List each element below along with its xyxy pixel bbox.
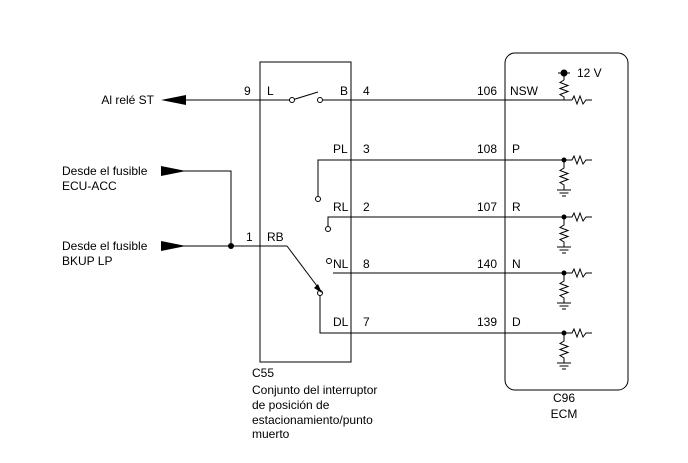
contact-pl [315,196,321,202]
pin-rl-label: RL [333,200,349,214]
pin-8: 8 [363,257,370,271]
contact-l [289,97,295,103]
selector-lever [286,245,321,291]
wire-pl [317,159,564,196]
junction-dot [228,243,234,249]
wire-rl [327,216,564,226]
pin-pl-label: PL [333,142,348,156]
ecm-pin-140: 140 [477,257,497,271]
pin-dl-label: DL [333,315,349,329]
ecm-pin-108: 108 [477,142,497,156]
resistor-pullup [558,79,570,100]
switch-name-line-1: Conjunto del interruptor [252,383,377,397]
resistor-nsw [571,94,592,106]
ecm-name: ECM [551,407,578,421]
pin-1: 1 [246,230,253,244]
ecm-pin-107: 107 [477,200,497,214]
ecm-pin-nsw-label: NSW [510,84,539,98]
switch-name-line-3: estacionamiento/punto [252,413,373,427]
wire-ecu-acc [186,170,232,246]
relay-label: Al relé ST [101,93,154,107]
switch-lever [291,91,319,101]
selector-arrow [314,284,322,293]
ecm-pin-n-label: N [512,257,521,271]
ecm-supply-label: 12 V [577,66,602,80]
pin-7: 7 [363,315,370,329]
ecm-input-p [557,154,592,197]
fuse-ecu-acc-label-1: Desde el fusible [62,164,148,178]
pin-2: 2 [363,200,370,214]
wire-dl [319,296,564,334]
pin-b-label: B [340,84,348,98]
fuse-ecu-acc-label-2: ECU-ACC [62,179,117,193]
fuse-bkup-lp-label-2: BKUP LP [62,254,112,268]
ecm-pin-r-label: R [512,200,521,214]
contact-rl [325,226,331,232]
fuse-bkup-lp-label-1: Desde el fusible [62,239,148,253]
ecm-pin-d-label: D [512,315,521,329]
pin-3: 3 [363,142,370,156]
ecm-input-d [557,327,592,370]
ecm-input-n [557,267,592,310]
switch-connector-id: C55 [252,366,274,380]
ecm-connector-id: C96 [553,391,575,405]
pin-l-label: L [267,84,274,98]
ecm-input-r [557,211,592,254]
switch-name-line-2: de posición de [252,398,330,412]
contact-b [317,97,323,103]
arrow-to-relay [161,95,186,105]
contact-nl [326,258,332,264]
pin-nl-label: NL [333,257,349,271]
switch-assembly-box [259,61,352,363]
pin-4: 4 [363,84,370,98]
ecm-pin-139: 139 [477,315,497,329]
pin-rb-label: RB [267,230,284,244]
ecm-box [504,52,629,391]
pin-9: 9 [244,84,251,98]
switch-name-line-4: muerto [252,427,290,441]
ecm-pin-p-label: P [512,142,520,156]
ecm-pin-106: 106 [477,84,497,98]
